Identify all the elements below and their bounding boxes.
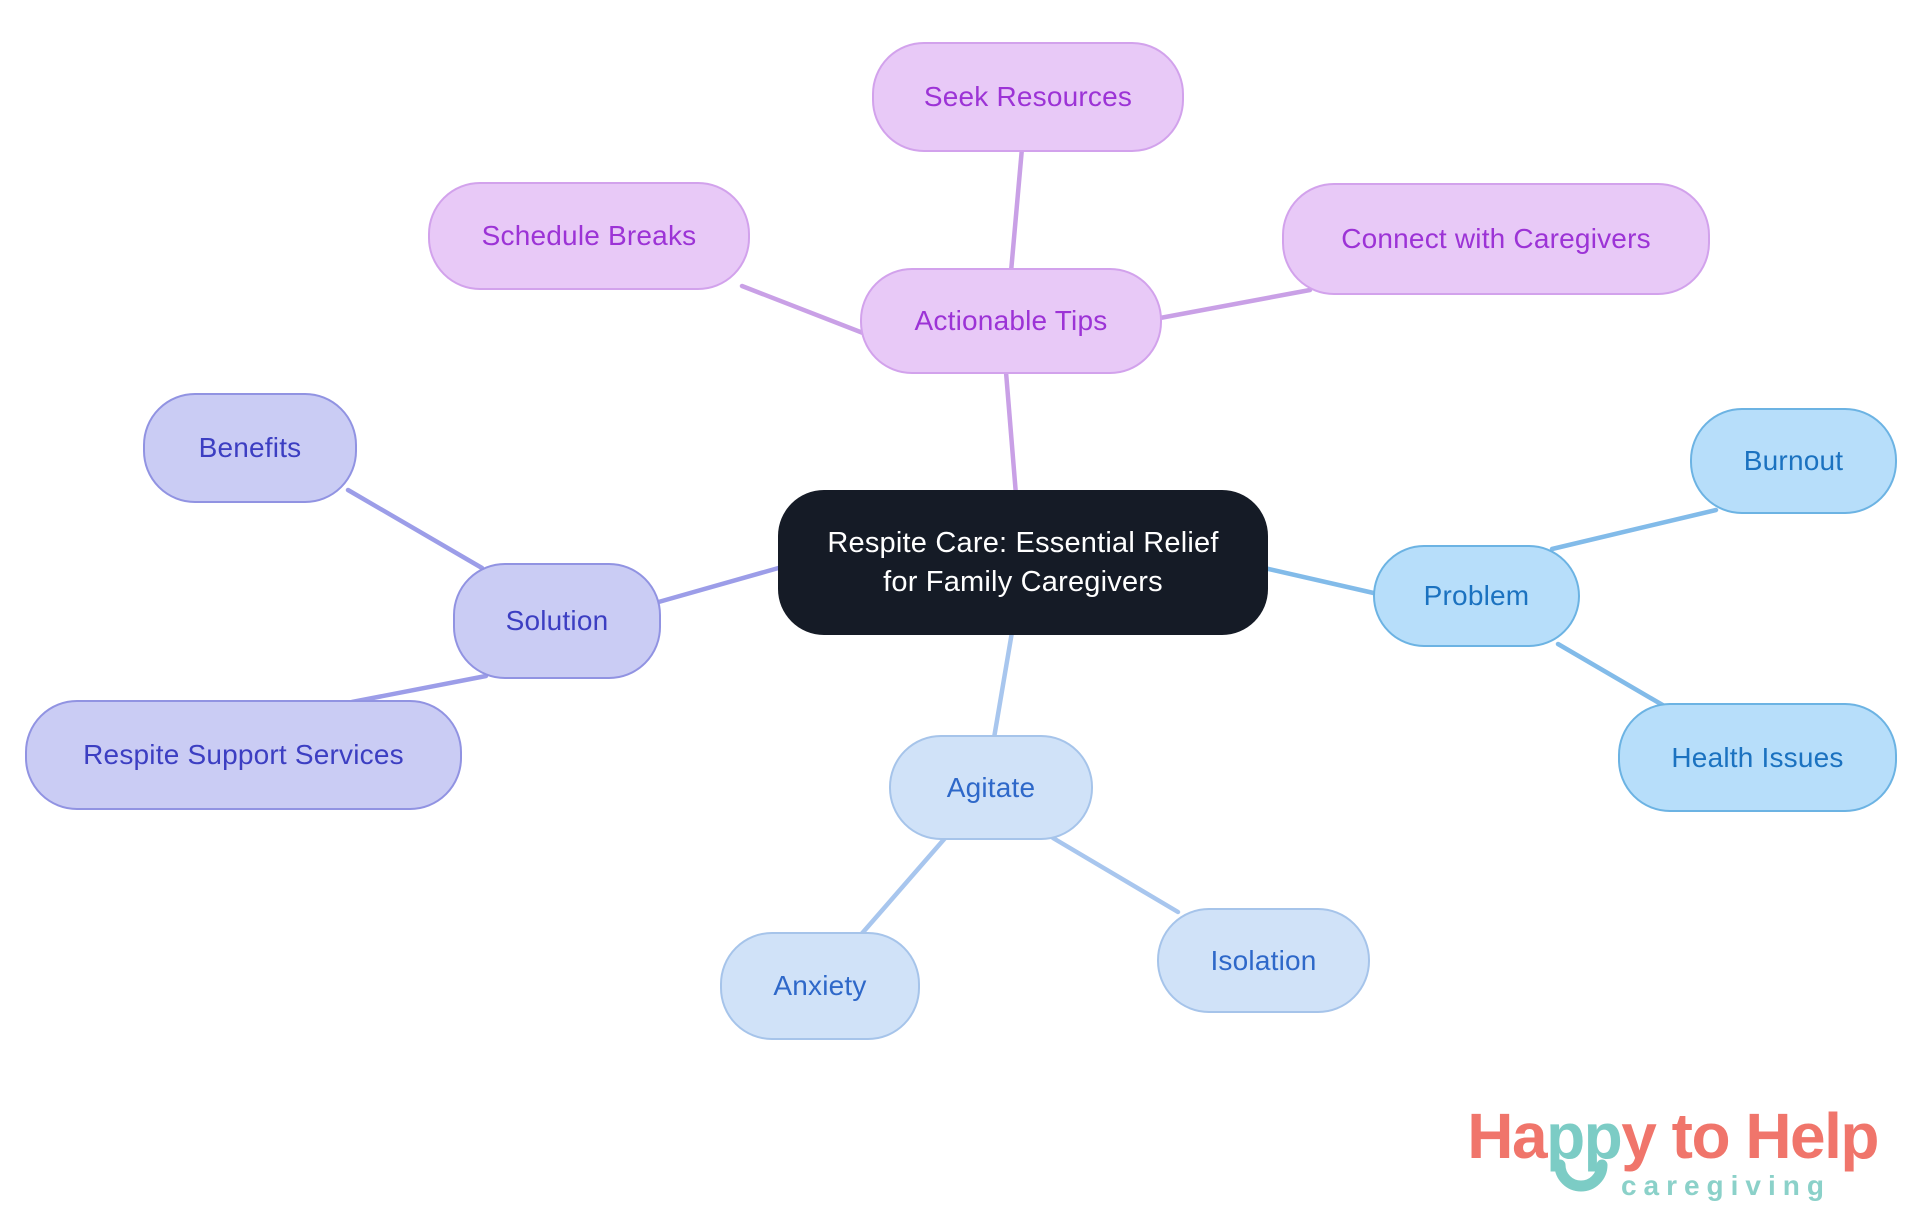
node-label: Anxiety xyxy=(773,970,867,1002)
node-label: Isolation xyxy=(1210,944,1317,976)
edge-solution-benefits xyxy=(345,487,485,571)
edge-actionable-tips-connect-with-caregivers xyxy=(1157,287,1313,321)
node-label: Actionable Tips xyxy=(914,305,1108,337)
logo-text-y-to-help: y to Help xyxy=(1621,1100,1879,1172)
node-label: Solution xyxy=(505,605,609,637)
edge-actionable-tips-seek-resources xyxy=(1008,145,1025,275)
node-schedule-breaks[interactable]: Schedule Breaks xyxy=(428,182,750,290)
node-connect-with-caregivers[interactable]: Connect with Caregivers xyxy=(1282,183,1710,295)
edge-central-agitate xyxy=(991,629,1015,741)
central-topic-label: Respite Care: Essential Relief for Famil… xyxy=(827,527,1219,598)
edge-actionable-tips-schedule-breaks xyxy=(739,283,866,336)
node-label: Connect with Caregivers xyxy=(1341,223,1651,255)
node-benefits[interactable]: Benefits xyxy=(143,393,357,503)
edge-central-actionable-tips xyxy=(1003,369,1019,498)
node-agitate[interactable]: Agitate xyxy=(889,735,1093,840)
node-health-issues[interactable]: Health Issues xyxy=(1618,703,1897,812)
node-central-topic[interactable]: Respite Care: Essential Relief for Famil… xyxy=(778,490,1268,635)
node-label: Benefits xyxy=(198,432,302,464)
node-label: Respite Support Services xyxy=(83,739,404,771)
node-problem[interactable]: Problem xyxy=(1373,545,1580,647)
smile-icon xyxy=(1554,1159,1608,1192)
edge-central-problem xyxy=(1257,564,1381,597)
node-seek-resources[interactable]: Seek Resources xyxy=(872,42,1184,152)
edge-problem-burnout xyxy=(1549,507,1719,552)
node-label: Seek Resources xyxy=(923,81,1133,113)
edge-agitate-anxiety xyxy=(855,834,949,941)
node-label: Burnout xyxy=(1743,445,1844,477)
node-label: Problem xyxy=(1423,580,1530,612)
logo-pp-smiley: pp xyxy=(1546,1104,1623,1192)
logo-tagline: caregiving xyxy=(1620,1170,1831,1201)
node-label: Health Issues xyxy=(1671,741,1844,773)
node-solution[interactable]: Solution xyxy=(453,563,661,679)
node-burnout[interactable]: Burnout xyxy=(1690,408,1897,514)
edge-central-solution xyxy=(652,564,785,606)
edge-agitate-isolation xyxy=(1050,835,1181,915)
node-label: Schedule Breaks xyxy=(481,220,697,252)
node-label: Agitate xyxy=(946,771,1036,803)
edge-solution-respite-support-services xyxy=(349,673,489,705)
edge-problem-health-issues xyxy=(1555,641,1669,710)
logo-text-pp: pp xyxy=(1546,1100,1623,1172)
node-respite-support-services[interactable]: Respite Support Services xyxy=(25,700,462,810)
node-isolation[interactable]: Isolation xyxy=(1157,908,1370,1013)
node-actionable-tips[interactable]: Actionable Tips xyxy=(860,268,1162,374)
logo-text-ha: Ha xyxy=(1467,1100,1547,1172)
node-anxiety[interactable]: Anxiety xyxy=(720,932,920,1040)
